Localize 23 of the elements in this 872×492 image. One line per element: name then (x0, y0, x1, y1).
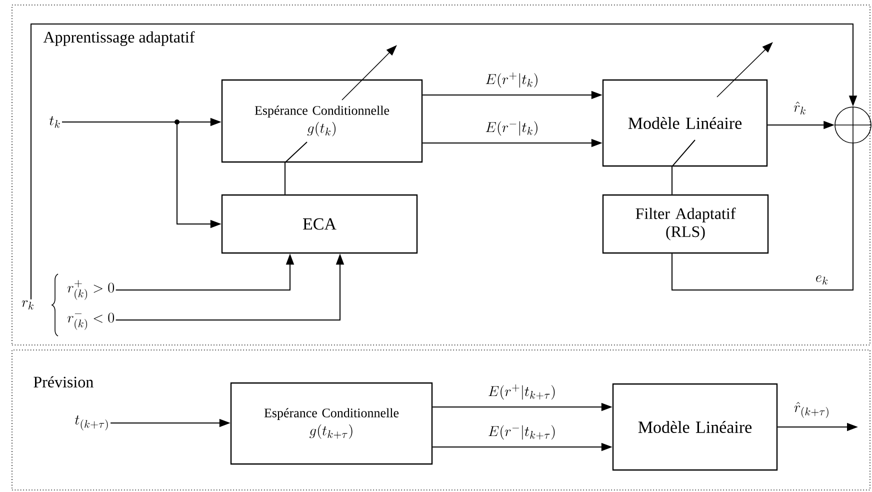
process-box: Modèle Linéaire (602, 79, 768, 167)
signal-label: $r^{+}_{(k)}>0$ (68, 280, 114, 300)
connector-line (672, 140, 696, 195)
signal-label: $t_k$ (50, 116, 60, 128)
edge-label: $E(r^{-}|t_{k+\tau})$ (486, 423, 558, 441)
edge-label: $E(r^{+}|t_{k+\tau})$ (486, 383, 558, 401)
process-box: Espérance Conditionnelle $g(t_k)$ (221, 79, 423, 163)
edge-label: $E(r^{+}|t_k)$ (484, 71, 540, 89)
process-box: Espérance Conditionnelle $g(t_{k+\tau})$ (230, 382, 433, 465)
edge-label: $e_k$ (814, 274, 830, 286)
signal-label: $r_k$ (22, 300, 34, 310)
summing-junction (834, 106, 872, 144)
process-box: ECA (221, 194, 418, 254)
process-box: Modèle Linéaire (612, 383, 778, 471)
process-box: Filter Adaptatif (RLS) (602, 194, 769, 254)
connector-line (672, 142, 854, 290)
edge-label: $\hat{r}_k$ (792, 100, 808, 116)
edge-label: $E(r^{-}|t_k)$ (484, 119, 540, 137)
signal-label: $r^{-}_{(k)}<0$ (68, 312, 114, 330)
arrow (30, 24, 858, 300)
connector-line (284, 142, 308, 195)
edge-label: $\hat{r}_{(k+\tau)}$ (793, 401, 831, 419)
signal-label: $t_{(k+\tau)}$ (74, 415, 108, 430)
